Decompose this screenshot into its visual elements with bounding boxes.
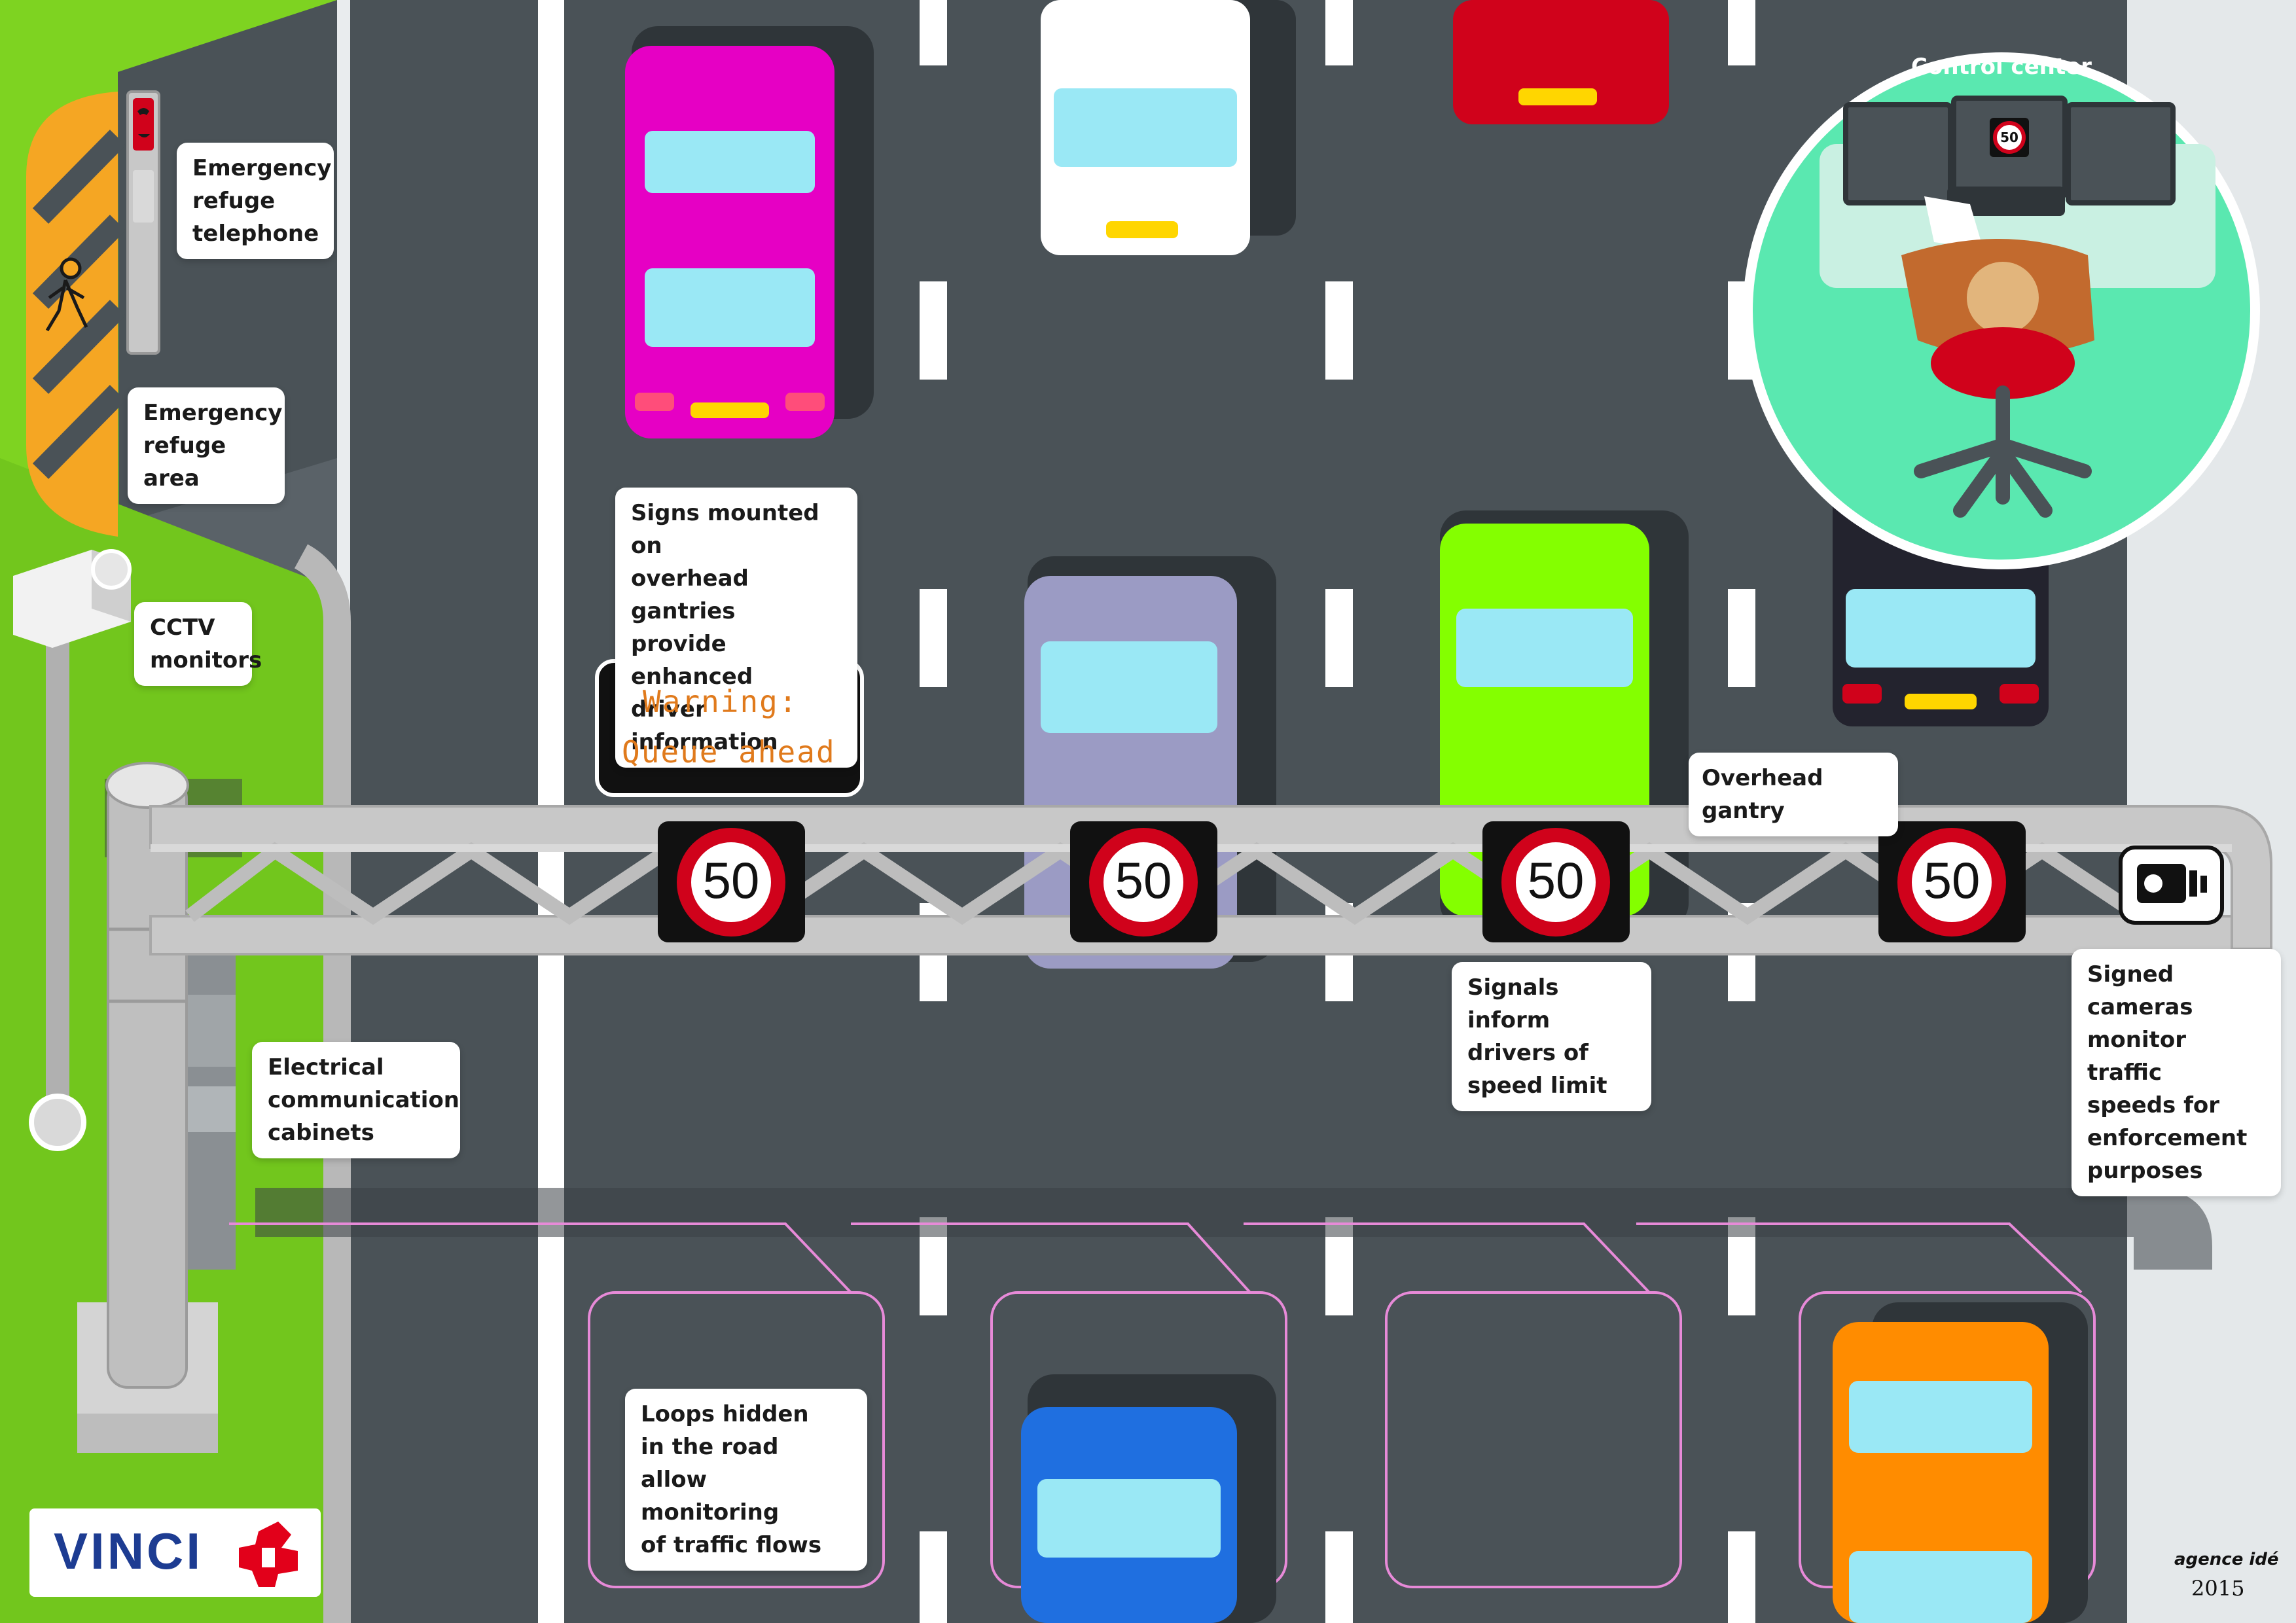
speed-sign-1-value: 50 — [702, 851, 760, 909]
speed-sign-4-value: 50 — [1923, 851, 1981, 909]
speed-sign-4 — [1878, 821, 2026, 942]
speed-sign-1 — [658, 821, 805, 942]
callout-signed-cameras: Signed cameras monitor traffic speeds fo… — [2072, 949, 2281, 1196]
cctv-pole — [46, 635, 69, 1126]
callout-loops: Loops hidden in the road allow monitorin… — [625, 1389, 867, 1571]
monitor-speed-value: 50 — [2000, 130, 2018, 145]
vinci-wordmark: VINCI — [54, 1522, 204, 1580]
car-blue — [1021, 1374, 1276, 1623]
vms-line-2: Queue ahead — [622, 734, 836, 770]
year: 2015 — [2191, 1576, 2245, 1601]
speed-sign-3-value: 50 — [1527, 851, 1585, 909]
gantry-leg — [107, 777, 188, 1389]
cctv-camera-icon — [13, 549, 132, 648]
car-white — [1041, 0, 1296, 255]
callout-signals-inform: Signals inform drivers of speed limit — [1452, 962, 1651, 1111]
control-center-panel — [1743, 52, 2260, 569]
agency-credit: agence idé — [2174, 1550, 2279, 1569]
callout-emergency-area: Emergency refuge area — [128, 387, 285, 504]
car-orange — [1833, 1302, 2088, 1623]
speed-camera-icon — [2119, 846, 2224, 925]
inductive-loops — [229, 1222, 2096, 1588]
control-center-title: Control center — [1911, 54, 2092, 80]
speed-sign-2-value: 50 — [1115, 851, 1172, 909]
gantry-shadow — [255, 1188, 2212, 1270]
speed-sign-2 — [1070, 821, 1217, 942]
pedestrian-icon — [45, 257, 88, 332]
callout-cctv: CCTV monitors — [134, 602, 262, 686]
vinci-logo-icon — [29, 1508, 321, 1597]
callout-electrical: Electrical communication cabinets — [252, 1042, 460, 1158]
vms-line-1: Warning: — [643, 684, 798, 719]
callout-signs-gantries: Signs mounted on overhead gantries provi… — [615, 488, 857, 768]
callout-overhead-gantry: Overhead gantry — [1689, 753, 1898, 836]
car-magenta — [625, 26, 874, 438]
callout-emergency-telephone: Emergency refuge telephone — [177, 143, 334, 259]
speed-sign-3 — [1482, 821, 1630, 942]
telephone-icon — [133, 98, 154, 151]
car-red — [1453, 0, 1669, 124]
